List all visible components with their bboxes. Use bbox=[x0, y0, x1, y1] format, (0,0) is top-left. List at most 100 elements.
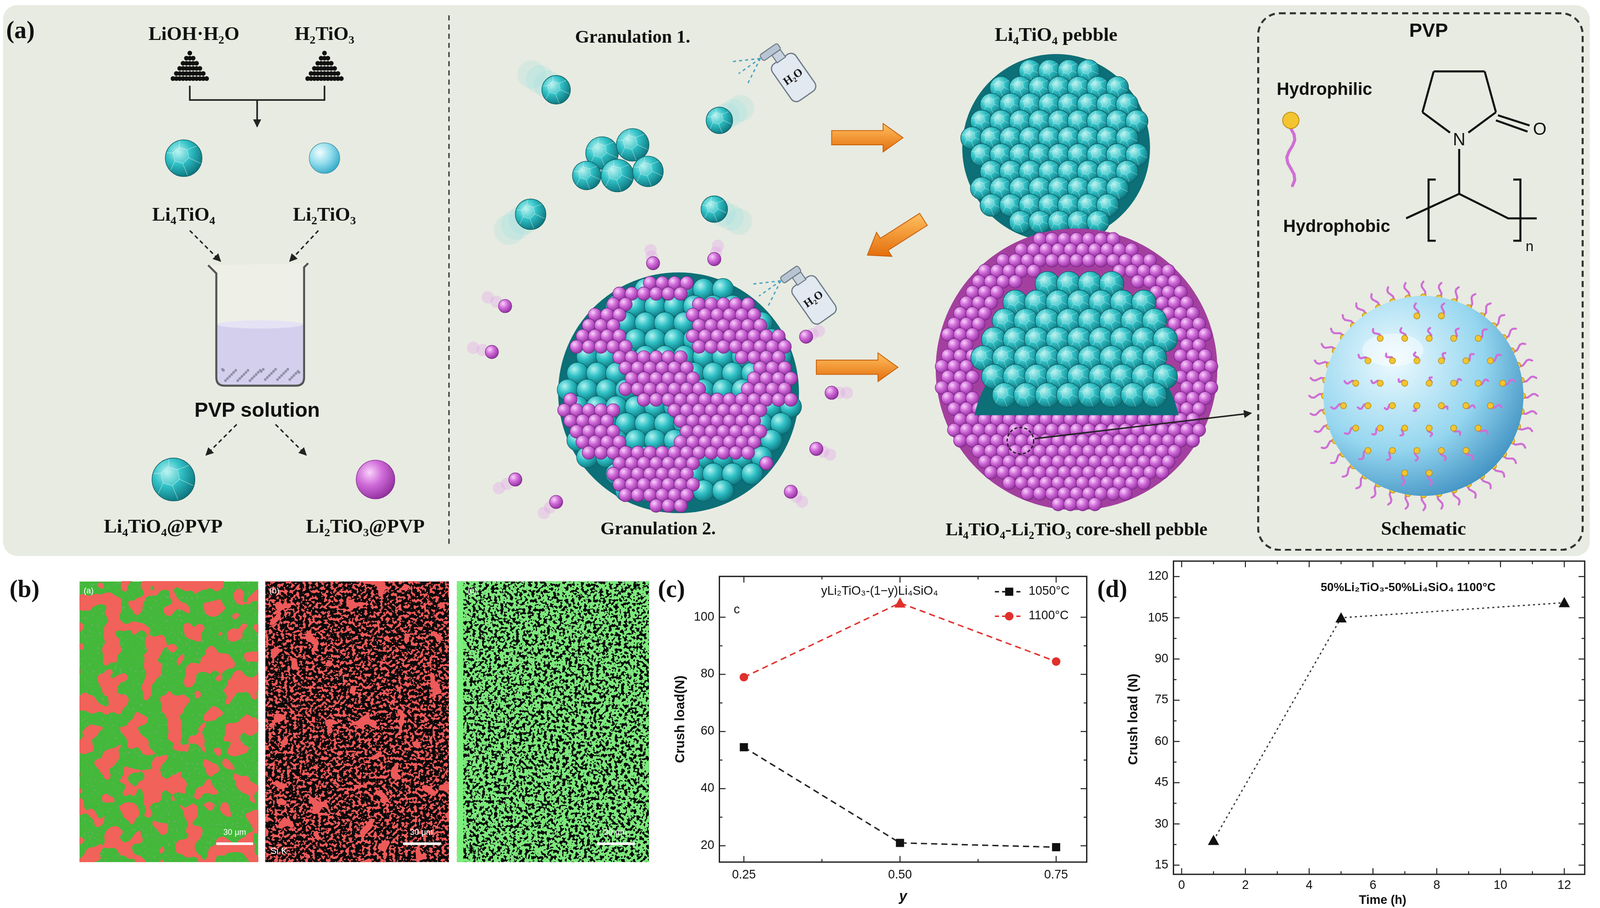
facet-edge bbox=[1138, 113, 1145, 117]
facet-edge bbox=[1111, 298, 1116, 300]
facet-edge bbox=[1058, 134, 1063, 136]
facet-edge bbox=[1097, 365, 1099, 370]
facet-edge bbox=[1049, 275, 1057, 278]
facet-edge bbox=[1086, 309, 1089, 314]
facet-edge bbox=[1145, 368, 1153, 371]
facet-edge bbox=[1025, 372, 1030, 374]
facet-edge bbox=[1133, 110, 1135, 115]
facet-edge bbox=[1097, 100, 1102, 102]
facet-edge bbox=[1018, 387, 1030, 399]
facet-edge bbox=[1092, 350, 1099, 353]
facet-edge bbox=[153, 473, 161, 475]
particle bbox=[1035, 382, 1060, 408]
tick bbox=[1173, 864, 1180, 866]
facet-edge bbox=[1039, 67, 1044, 69]
facet-edge bbox=[1014, 354, 1019, 356]
tick bbox=[1308, 561, 1310, 568]
facet-edge bbox=[990, 151, 995, 153]
facet-edge bbox=[1011, 365, 1013, 370]
facet-edge bbox=[992, 316, 998, 318]
facet-edge bbox=[1041, 113, 1048, 117]
facet-edge bbox=[1087, 83, 1092, 85]
facet-edge bbox=[1124, 331, 1131, 334]
facet-edge bbox=[1115, 369, 1126, 381]
facet-edge bbox=[1042, 198, 1053, 209]
facet-edge bbox=[1111, 335, 1116, 337]
facet-edge bbox=[1104, 387, 1116, 399]
facet-edge bbox=[1012, 223, 1016, 230]
facet-edge bbox=[1145, 331, 1153, 334]
eds-ti-signal bbox=[457, 581, 650, 863]
facet-edge bbox=[984, 131, 995, 142]
flow-arrow bbox=[206, 424, 237, 455]
facet-edge bbox=[1007, 161, 1009, 166]
facet-edge bbox=[170, 161, 175, 171]
facet-edge bbox=[997, 313, 1008, 325]
spray-bottle bbox=[730, 29, 819, 121]
facet-edge bbox=[1062, 97, 1072, 108]
facet-edge bbox=[1029, 332, 1040, 344]
facet-edge bbox=[1075, 110, 1077, 115]
facet-edge bbox=[1140, 121, 1148, 125]
facet-edge bbox=[983, 147, 990, 150]
merge-bracket bbox=[189, 85, 325, 100]
facet-edge bbox=[1089, 335, 1094, 337]
facet-edge bbox=[1007, 93, 1009, 99]
facet-edge bbox=[1077, 67, 1082, 69]
facet-edge bbox=[1094, 144, 1096, 149]
facet-edge bbox=[1115, 332, 1126, 344]
facet-edge bbox=[713, 212, 718, 222]
facet-edge bbox=[1103, 368, 1110, 371]
tick bbox=[1404, 561, 1406, 565]
facet-edge bbox=[1038, 396, 1042, 404]
data-line bbox=[1213, 602, 1565, 841]
tick bbox=[1173, 658, 1180, 660]
facet-edge bbox=[1082, 276, 1094, 288]
tick bbox=[1213, 561, 1215, 565]
facet-edge bbox=[985, 350, 992, 353]
facet-edge bbox=[1018, 350, 1030, 362]
tick bbox=[1340, 871, 1342, 875]
facet-edge bbox=[1041, 181, 1048, 184]
facet-edge bbox=[1143, 354, 1148, 356]
facet-edge bbox=[578, 167, 591, 180]
facet-edge bbox=[1019, 201, 1024, 203]
facet-edge bbox=[632, 149, 637, 161]
facet-edge bbox=[1051, 332, 1062, 344]
tick bbox=[1173, 699, 1180, 701]
facet-edge bbox=[971, 184, 976, 186]
tick bbox=[1173, 617, 1180, 619]
particle bbox=[824, 386, 839, 400]
facet-edge bbox=[1078, 316, 1083, 318]
tick bbox=[1581, 720, 1586, 722]
facet-edge bbox=[973, 130, 980, 134]
facet-edge bbox=[1130, 138, 1138, 142]
facet-edge bbox=[1078, 279, 1083, 281]
facet-edge bbox=[1027, 194, 1028, 199]
facet-edge bbox=[1091, 114, 1102, 125]
facet-edge bbox=[1150, 383, 1153, 389]
divider bbox=[448, 15, 450, 547]
facet-edge bbox=[1071, 63, 1077, 66]
facet-edge bbox=[1061, 214, 1067, 218]
facet-edge bbox=[1168, 376, 1177, 381]
facet-edge bbox=[1068, 372, 1073, 374]
tick bbox=[1581, 679, 1586, 681]
facet-edge bbox=[979, 346, 982, 351]
facet-edge bbox=[704, 211, 708, 218]
tick bbox=[1531, 871, 1533, 875]
tick bbox=[1581, 761, 1586, 763]
facet-edge bbox=[1065, 161, 1067, 166]
facet-edge bbox=[1116, 191, 1121, 199]
particle bbox=[1056, 382, 1082, 408]
facet-edge bbox=[1027, 93, 1028, 99]
facet-edge bbox=[548, 81, 561, 94]
facet-edge bbox=[1046, 298, 1051, 300]
spray-line bbox=[760, 281, 789, 307]
particle bbox=[1077, 382, 1103, 408]
facet-edge bbox=[978, 144, 980, 149]
facet-edge bbox=[992, 354, 998, 356]
facet-edge bbox=[1071, 215, 1082, 226]
pebble-base bbox=[962, 54, 1151, 242]
particle bbox=[1021, 487, 1035, 501]
